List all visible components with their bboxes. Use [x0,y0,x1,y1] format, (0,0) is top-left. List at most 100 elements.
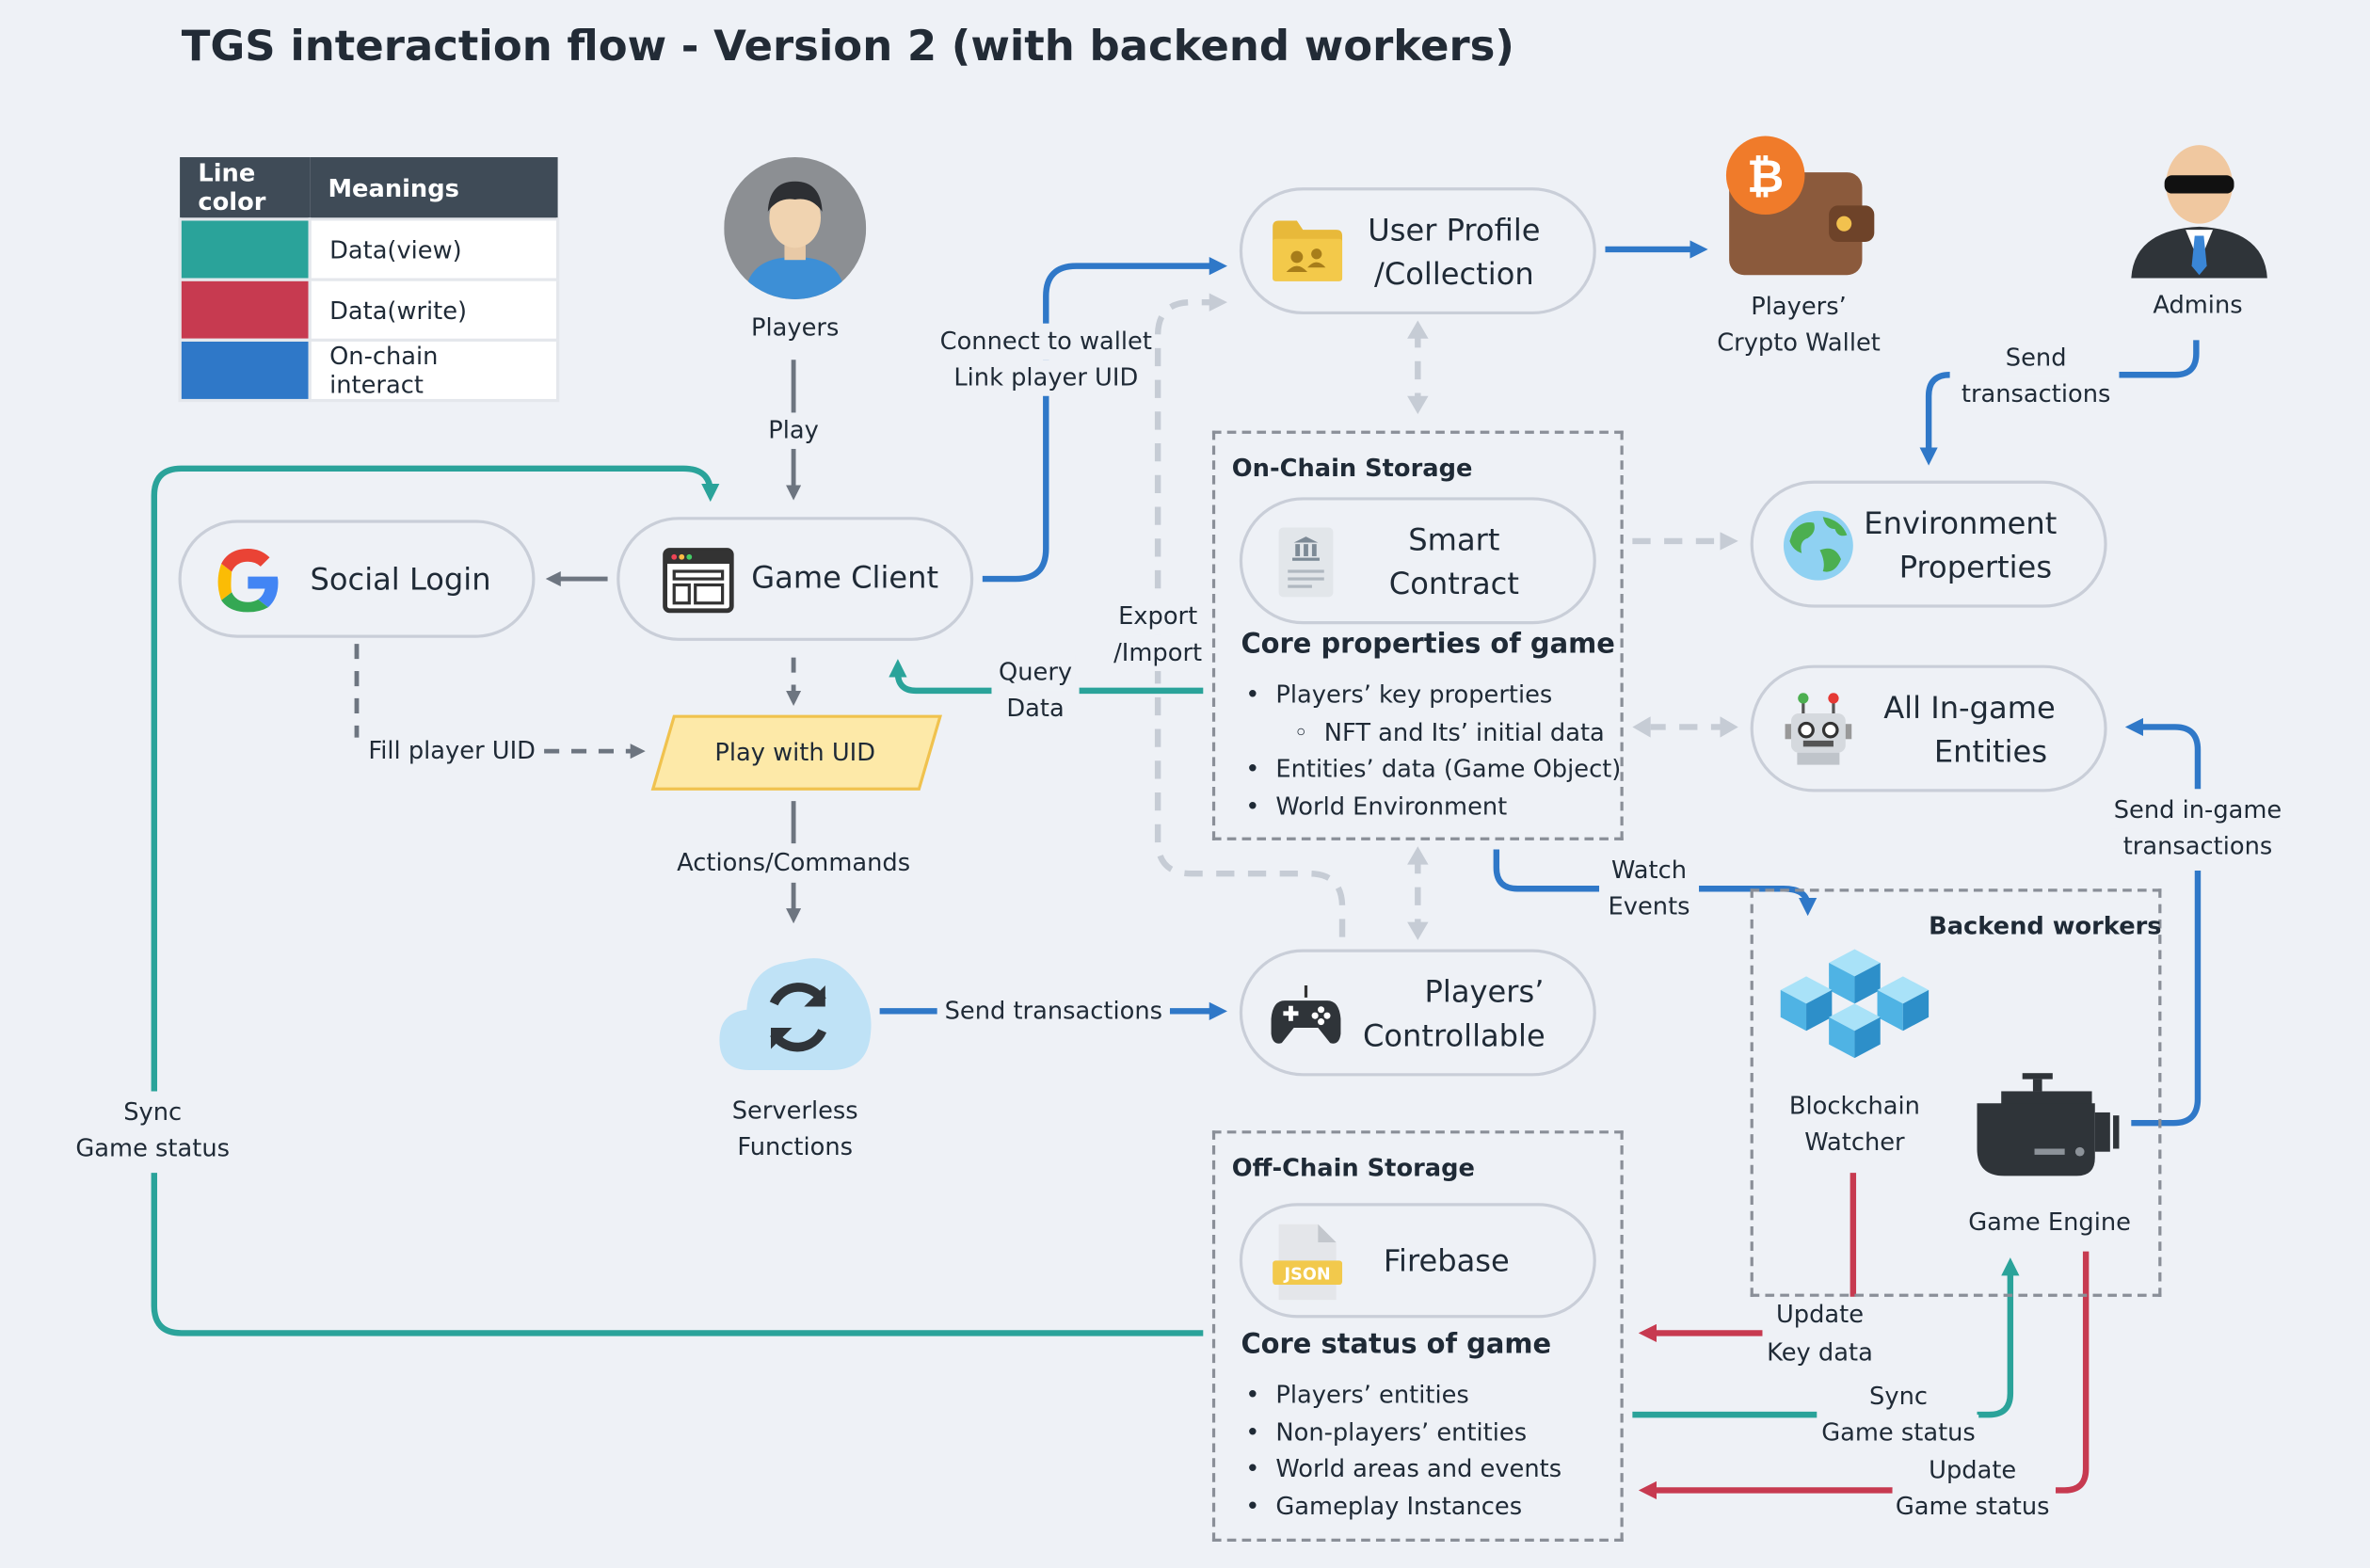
entities-label-1: All In-game [1883,689,2056,726]
list-item: Players’ key properties [1240,677,1621,713]
environment-label-1: Environment [1864,504,2058,541]
list-item: Gameplay Instances [1240,1488,1561,1525]
edge-label-admin-send-2: transactions [1958,376,2114,413]
list-item: World Environment [1240,788,1621,824]
bitcoin-wallet-icon: ₿ [1725,136,1875,276]
firebase-node[interactable]: JSON Firebase [1239,1203,1596,1319]
controllable-node[interactable]: Players’ Controllable [1239,949,1596,1077]
google-g-icon [217,548,279,613]
edge-label-query-2: Data [1003,690,1067,728]
robot-icon [1785,693,1852,765]
edge-watch-a [1493,849,1600,892]
legend-header-color: Line color [180,157,311,219]
engine-icon [1977,1073,2120,1176]
backend-workers-box [1750,888,2162,1297]
user-profile-node[interactable]: User Profile /Collection [1239,187,1596,315]
edge-label-export-2: /Import [1110,634,1206,672]
edge-label-export-1: Export [1114,598,1201,635]
core-status-heading: Core status of game [1241,1328,1552,1361]
legend-header-meaning: Meanings [310,157,558,219]
gamepad-icon [1271,985,1341,1044]
legend-table: Line color Meanings Data(view) Data(writ… [178,157,560,403]
legend-swatch-view [178,217,312,281]
edge-label-query-1: Query [995,654,1076,691]
edge-sync-left [151,1173,1204,1336]
page-title: TGS interaction flow - Version 2 (with b… [181,21,1514,72]
cubes-icon [1780,949,1930,1059]
edge-label-sync-engine-1: Sync [1866,1378,1931,1416]
person-avatar-icon [724,157,867,299]
off-chain-storage-box [1211,1130,1624,1543]
smart-contract-node[interactable]: Smart Contract [1239,497,1596,625]
controllable-label-1: Players’ [1424,973,1545,1010]
folder-users-icon [1273,220,1343,281]
players-label: Players [751,312,840,342]
firebase-label: Firebase [1383,1242,1510,1279]
environment-node[interactable]: Environment Properties [1750,480,2107,608]
edge-admin-send-2 [1919,372,1950,466]
core-status-list: Players’ entities Non-players’ entities … [1240,1377,1561,1525]
edge-admin-send [2119,340,2200,378]
user-profile-label-1: User Profile [1368,211,1541,248]
edge-engine-ingame-2 [2124,717,2202,790]
legend-meaning-view: Data(view) [308,217,560,281]
on-chain-storage-label: On-Chain Storage [1231,453,1473,483]
edge-label-actions: Actions/Commands [673,844,914,882]
contract-document-icon [1278,527,1334,598]
list-item: World areas and events [1240,1451,1561,1488]
cloud-sync-icon [719,958,872,1070]
edge-label-sync-left-1: Sync [120,1094,185,1131]
edge-label-update-status-1: Update [1925,1452,2020,1489]
edge-label-ingame-1: Send in-game [2110,792,2285,829]
serverless-label-2: Functions [737,1131,854,1161]
game-client-node[interactable]: Game Client [617,517,974,641]
admins-label: Admins [2153,290,2243,319]
wallet-label-2: Crypto Wallet [1717,328,1881,357]
legend-swatch-write [178,278,312,342]
edge-sync-engine-2 [1977,1257,2020,1418]
edge-label-update-key-1: Update [1772,1296,1867,1334]
edge-engine-ingame [2131,870,2202,1127]
legend-meaning-write: Data(write) [308,278,560,342]
edge-label-ingame-2: transactions [2120,828,2276,865]
edge-export-import [1154,293,1346,937]
edge-label-admin-send-1: Send [2002,340,2070,376]
smart-contract-label-2: Contract [1388,565,1519,602]
edge-label-sync-left-2: Game status [72,1130,233,1167]
blockchain-watcher-label-2: Watcher [1804,1128,1905,1157]
social-login-label: Social Login [310,560,491,598]
entities-label-2: Entities [1933,732,2048,770]
list-item: Non-players’ entities [1240,1414,1561,1450]
edge-label-connect-2: Link player UID [951,360,1142,396]
core-properties-list: Players’ key properties NFT and Its’ ini… [1240,677,1621,824]
edge-query-data-2 [889,659,992,695]
edge-label-send-tx: Send transactions [941,993,1166,1030]
edge-label-connect-1: Connect to wallet [937,323,1156,360]
svg-text:₿: ₿ [1747,151,1784,203]
play-with-uid-shape[interactable] [650,713,944,792]
edge-sync-left-2 [151,465,720,1092]
edge-label-update-key-2: Key data [1763,1335,1877,1371]
user-profile-label-2: /Collection [1374,255,1534,292]
on-chain-storage-box [1211,430,1624,840]
legend-meaning-onchain: On-chain interact [308,338,560,403]
off-chain-storage-label: Off-Chain Storage [1231,1153,1475,1182]
admin-sunglasses-icon [2131,145,2267,279]
serverless-label-1: Serverless [731,1096,858,1125]
edge-label-watch-2: Events [1605,888,1693,925]
core-properties-heading: Core properties of game [1241,629,1615,661]
edge-label-update-status-2: Game status [1892,1488,2053,1526]
social-login-node[interactable]: Social Login [178,520,536,638]
json-file-icon: JSON [1273,1224,1343,1301]
entities-node[interactable]: All In-game Entities [1750,664,2107,792]
smart-contract-label-1: Smart [1408,521,1500,558]
legend-swatch-onchain [178,338,312,403]
list-item: Players’ entities [1240,1377,1561,1414]
globe-icon [1783,510,1853,581]
edge-label-sync-engine-2: Game status [1818,1415,1979,1451]
game-engine-label: Game Engine [1968,1208,2131,1237]
game-client-label: Game Client [751,559,939,596]
edge-update-status [2056,1251,2090,1494]
list-item: Entities’ data (Game Object) [1240,751,1621,788]
